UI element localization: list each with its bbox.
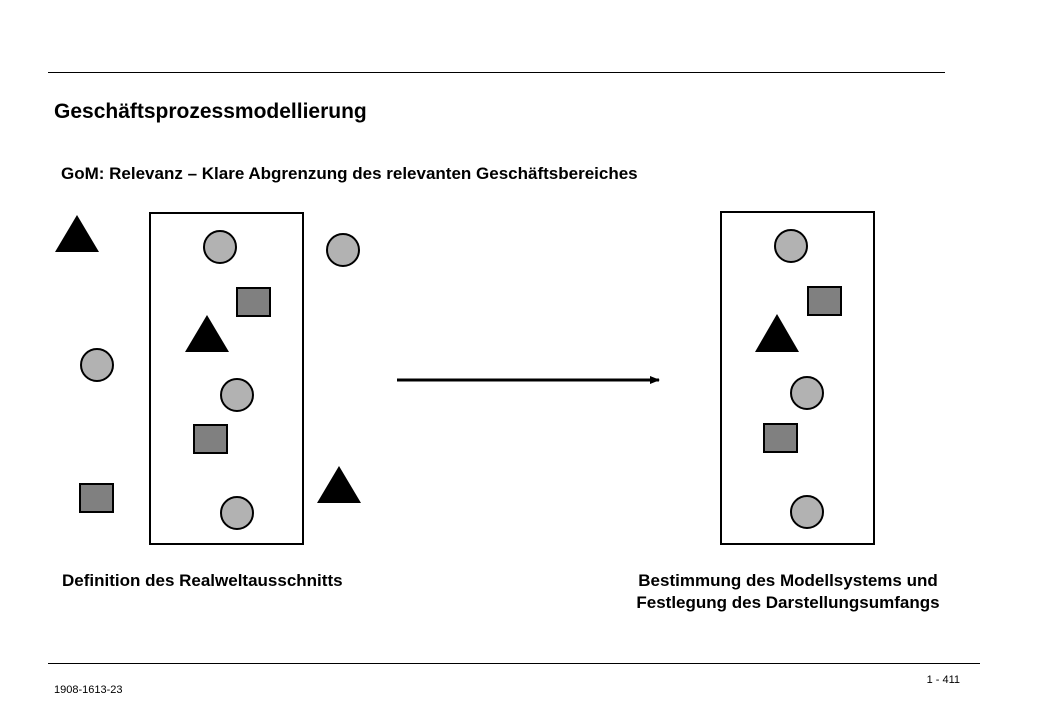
- triangle-shape: [55, 215, 99, 252]
- model-system-caption-line2: Festlegung des Darstellungsumfangs: [636, 593, 940, 612]
- model-system-caption-line1: Bestimmung des Modellsystems und: [638, 571, 938, 590]
- square-shape: [763, 423, 798, 453]
- square-shape: [193, 424, 228, 454]
- page-title: Geschäftsprozessmodellierung: [54, 100, 367, 123]
- square-shape: [79, 483, 114, 513]
- square-shape: [807, 286, 842, 316]
- circle-shape: [790, 376, 824, 410]
- circle-shape: [203, 230, 237, 264]
- square-shape: [236, 287, 271, 317]
- page-subtitle: GoM: Relevanz – Klare Abgrenzung des rel…: [61, 164, 638, 183]
- circle-shape: [220, 378, 254, 412]
- triangle-shape: [185, 315, 229, 352]
- circle-shape: [774, 229, 808, 263]
- document-id: 1908-1613-23: [54, 684, 123, 696]
- real-world-section: [55, 212, 361, 545]
- real-world-caption: Definition des Realweltausschnitts: [62, 571, 343, 590]
- top-divider: [48, 72, 945, 73]
- model-system-section: [720, 211, 875, 545]
- circle-shape: [80, 348, 114, 382]
- bottom-divider: [48, 663, 980, 664]
- triangle-shape: [755, 314, 799, 352]
- circle-shape: [326, 233, 360, 267]
- model-system-boundary: [720, 211, 875, 545]
- circle-shape: [220, 496, 254, 530]
- triangle-shape: [317, 466, 361, 503]
- real-world-boundary: [149, 212, 304, 545]
- page-number: 1 - 411: [926, 674, 960, 686]
- circle-shape: [790, 495, 824, 529]
- model-system-caption: Bestimmung des Modellsystems und Festleg…: [578, 570, 998, 614]
